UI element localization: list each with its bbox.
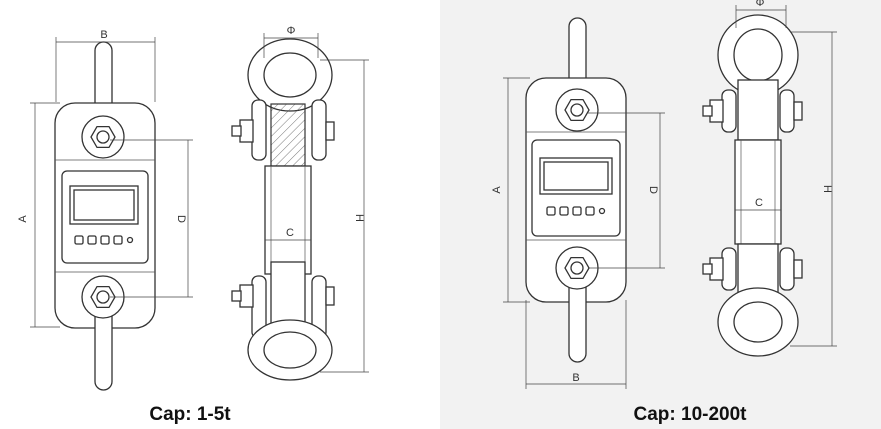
side-view-large (702, 5, 837, 357)
indicator-led (126, 236, 134, 244)
body-side (734, 139, 782, 245)
dimension-label-h: H (353, 214, 365, 222)
diagram-panel-large-capacity (440, 0, 881, 429)
button (559, 206, 569, 216)
dimension-label-phi: Φ (287, 25, 296, 37)
button (585, 206, 595, 216)
dimension-label-c: C (286, 227, 294, 239)
dimension-label-b: B (572, 372, 579, 384)
dimension-label-phi: Φ (756, 0, 765, 9)
front-view-small (30, 37, 193, 391)
dimension-label-c: C (755, 197, 763, 209)
dimension-label-b: B (100, 29, 107, 41)
button (87, 235, 97, 245)
button (113, 235, 123, 245)
side-view-small (231, 33, 369, 381)
lcd-screen (69, 185, 139, 225)
button (546, 206, 556, 216)
button (74, 235, 84, 245)
caption: Cap: 1-5t (149, 404, 231, 425)
dimension-label-h: H (821, 185, 833, 193)
dimension-label-d: D (175, 215, 187, 223)
dimension-label-d: D (647, 186, 659, 194)
lcd-screen (539, 157, 613, 195)
dimension-label-a: A (491, 186, 503, 194)
caption: Cap: 10-200t (634, 404, 748, 425)
dimension-label-a: A (17, 215, 29, 223)
body-side (264, 165, 312, 275)
front-view-large (503, 17, 665, 389)
hatched-lug (270, 103, 306, 167)
button (572, 206, 582, 216)
indicator-led (598, 207, 606, 215)
button (100, 235, 110, 245)
